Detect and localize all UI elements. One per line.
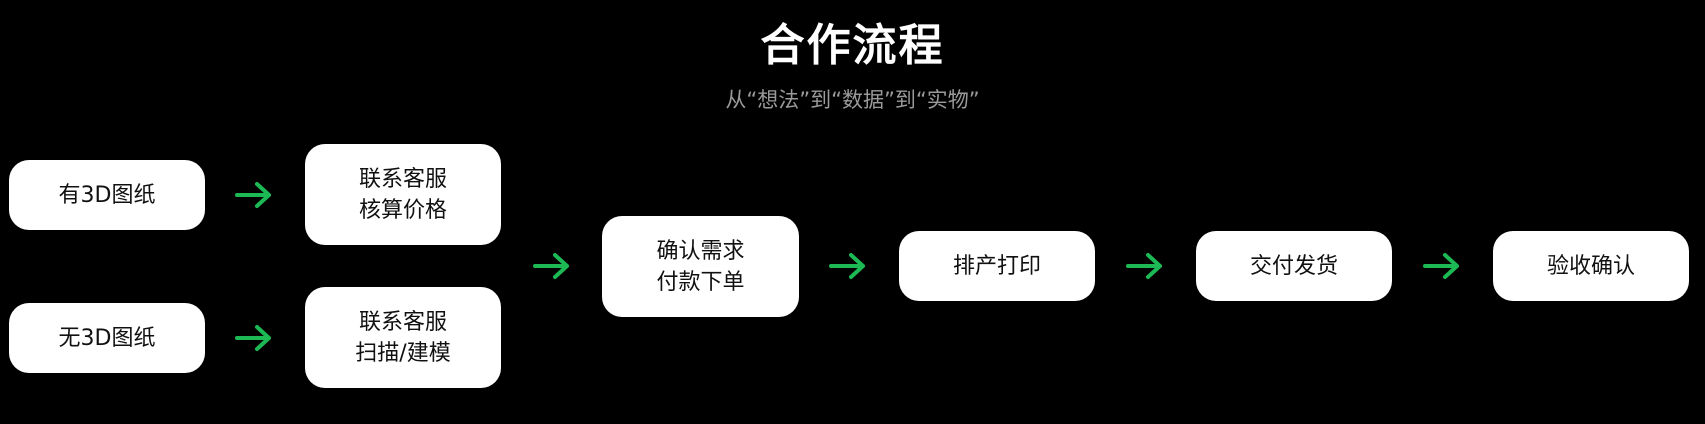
arrow-right-icon [1423,252,1461,280]
arrow-right-icon [235,181,273,209]
step-label: 交付发货 [1249,253,1338,279]
step-contact-scan: 联系客服 扫描/建模 [305,287,501,388]
step-acceptance: 验收确认 [1493,231,1689,301]
step-label: 有3D图纸 [58,182,156,208]
step-confirm-order: 确认需求 付款下单 [602,216,799,317]
step-line-1: 联系客服 [358,309,447,335]
arrow-right-icon [829,252,867,280]
page-subtitle: 从“想法”到“数据”到“实物” [725,88,980,112]
step-line-2: 付款下单 [656,269,745,295]
step-label: 无3D图纸 [58,325,156,351]
step-delivery: 交付发货 [1196,231,1392,301]
arrow-right-icon [533,252,571,280]
step-production-print: 排产打印 [899,231,1095,301]
step-line-1: 联系客服 [358,166,447,192]
step-line-2: 核算价格 [358,197,447,223]
step-has-3d-drawing: 有3D图纸 [9,160,205,230]
step-line-1: 确认需求 [656,238,745,264]
page-title: 合作流程 [760,20,945,71]
arrow-right-icon [1126,252,1164,280]
step-no-3d-drawing: 无3D图纸 [9,303,205,373]
step-contact-quote: 联系客服 核算价格 [305,144,501,245]
step-label: 验收确认 [1546,253,1635,279]
arrow-right-icon [235,324,273,352]
step-line-2: 扫描/建模 [355,340,451,366]
step-label: 排产打印 [952,253,1041,279]
